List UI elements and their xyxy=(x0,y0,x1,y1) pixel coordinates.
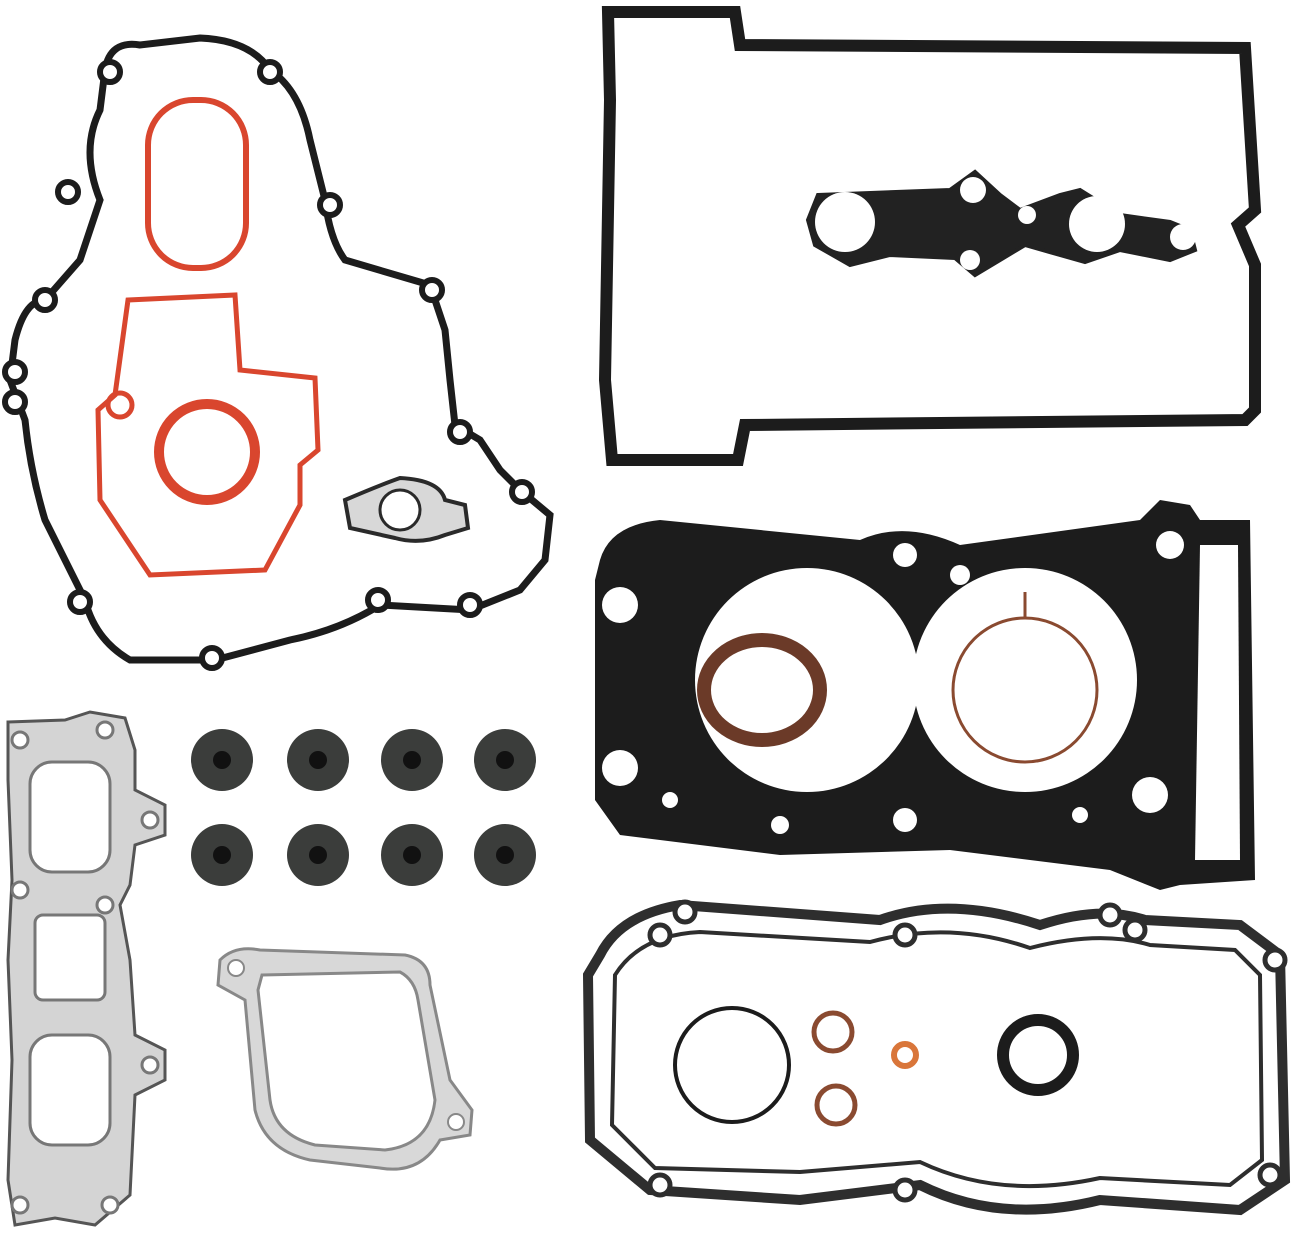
base-gasket xyxy=(582,899,1291,1216)
exhaust-gasket xyxy=(6,710,167,1227)
head-gasket xyxy=(595,500,1255,890)
valve-cover-gasket xyxy=(598,6,1262,466)
valve-stem-seals xyxy=(191,729,536,886)
water-outlet-gasket xyxy=(216,947,474,1171)
side-cover-gasket xyxy=(2,34,554,671)
